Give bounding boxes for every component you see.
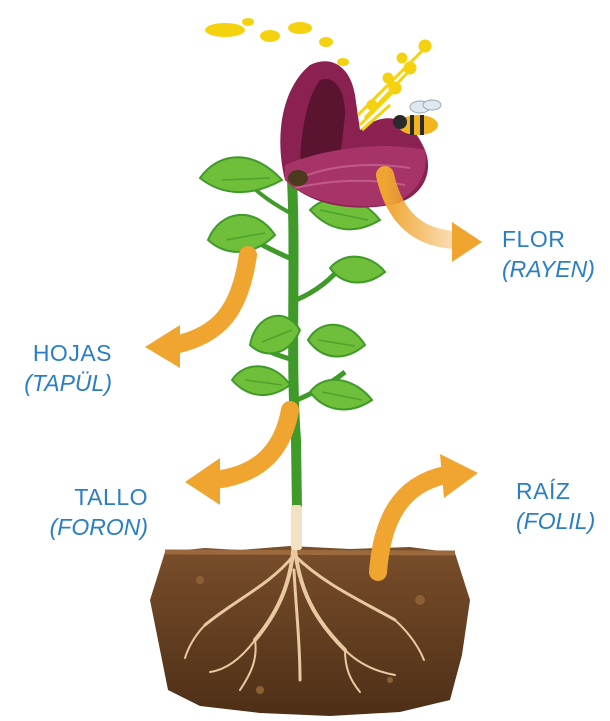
- label-hojas-native: (TAPÜL): [8, 368, 112, 398]
- label-hojas-name: HOJAS: [8, 338, 112, 368]
- arrow-hojas: [145, 255, 248, 368]
- label-hojas: HOJAS (TAPÜL): [8, 338, 112, 398]
- label-flor-name: FLOR: [502, 224, 595, 254]
- soil: [150, 546, 470, 716]
- arrow-tallo: [185, 410, 290, 505]
- flower: [280, 61, 428, 207]
- pollen-drift: [205, 18, 349, 66]
- label-flor-native: (RAYEN): [502, 254, 595, 284]
- label-tallo: TALLO (FORON): [32, 482, 148, 542]
- label-raiz-name: RAÍZ: [516, 476, 595, 506]
- label-tallo-native: (FORON): [32, 512, 148, 542]
- label-tallo-name: TALLO: [32, 482, 148, 512]
- label-raiz-native: (FOLIL): [516, 506, 595, 536]
- label-flor: FLOR (RAYEN): [502, 224, 595, 284]
- label-raiz: RAÍZ (FOLIL): [516, 476, 595, 536]
